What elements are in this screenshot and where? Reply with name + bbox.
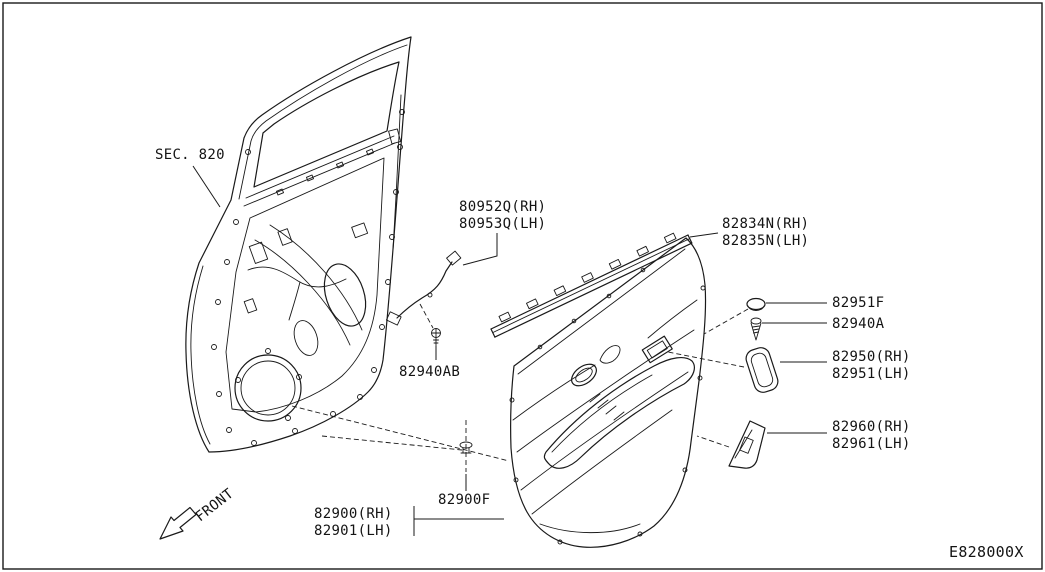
front-arrow-icon — [159, 506, 197, 540]
harness-drawing — [385, 250, 462, 326]
part-label-82951f: 82951F — [832, 295, 884, 311]
trim-panel-drawing — [509, 237, 707, 548]
part-label-82940a: 82940A — [832, 316, 885, 332]
part-label-82951-lh: 82951(LH) — [832, 366, 911, 382]
part-label-82950-rh: 82950(RH) — [832, 349, 911, 365]
garnish-strip-drawing — [490, 232, 693, 338]
pull-handle-bezel-drawing — [745, 347, 779, 393]
part-label-82835n-lh: 82835N(LH) — [722, 233, 809, 249]
part-label-82961-lh: 82961(LH) — [832, 436, 911, 452]
part-label-82901-lh: 82901(LH) — [314, 523, 393, 539]
part-label-82900f: 82900F — [438, 492, 490, 508]
front-label: FRONT — [193, 486, 237, 526]
door-shell-drawing — [185, 36, 412, 453]
part-label-82960-rh: 82960(RH) — [832, 419, 911, 435]
bolt-drawing — [431, 328, 441, 347]
front-direction-arrow: FRONT — [159, 486, 237, 540]
leader-lines — [192, 165, 827, 536]
part-label-82834n-rh: 82834N(RH) — [722, 216, 809, 232]
part-label-82900-rh: 82900(RH) — [314, 506, 393, 522]
assembly-dashed-lines — [291, 303, 749, 472]
part-label-82940ab: 82940AB — [399, 364, 460, 380]
screw-drawing — [750, 317, 762, 341]
part-label-80952q-rh: 80952Q(RH) — [459, 199, 546, 215]
grommet-cap-drawing — [746, 297, 766, 311]
diagram-code: E828000X — [949, 543, 1024, 561]
switch-finisher-drawing — [728, 420, 766, 469]
section-label: SEC. 820 — [155, 147, 225, 163]
part-label-80953q-lh: 80953Q(LH) — [459, 216, 546, 232]
